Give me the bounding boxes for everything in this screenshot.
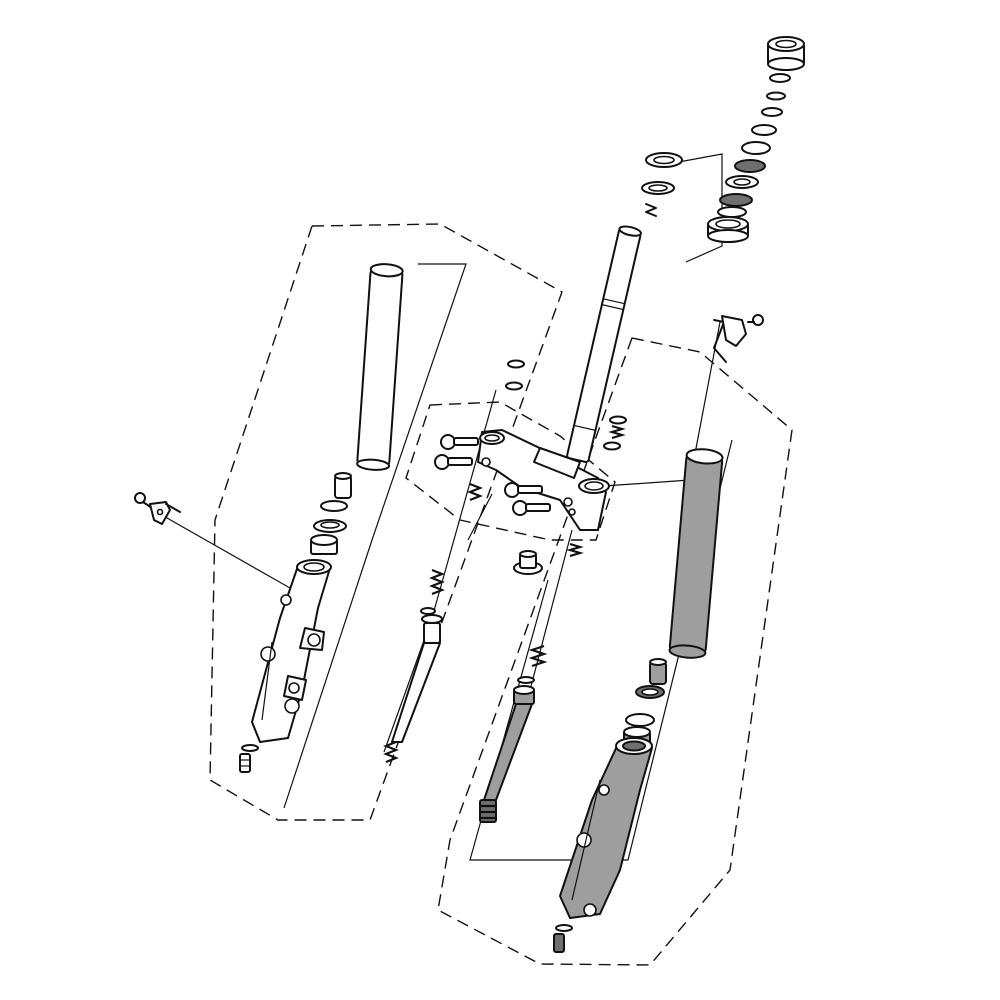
left-fork-group-boundary [209,223,563,821]
right-damper-rod [479,644,548,823]
washer-1 [769,73,791,83]
upper-bearing-inner [733,178,751,186]
lower-bearing-seal [707,216,749,243]
dust-seal [741,141,771,155]
lower-race [719,193,753,207]
triple-clamp-group-boundary [405,401,616,541]
lower-cup [717,206,747,218]
right-fork-group-boundary [437,337,793,966]
left-fork-outer-slider [251,559,332,743]
brake-hose-guide [713,314,764,363]
steering-bearing-stack [641,36,805,243]
right-fork-collar [649,658,667,685]
group-boundaries [209,223,793,966]
upper-race [734,159,766,173]
triple-clamp-pinch-bolts [434,434,551,516]
right-fork-inner-tube [668,448,724,659]
right-fork-outer-slider [559,737,653,919]
stem-bottom-cap [513,550,543,575]
left-fork-inner-tube [356,263,404,471]
washer-2 [766,91,786,101]
left-damper-rod [383,482,483,764]
steering-stem-assembly [434,203,657,575]
clamp-o-rings [505,359,627,558]
right-fork-assembly [479,314,764,953]
left-fork-drain-bolt [239,744,259,773]
left-fork-assembly [134,263,483,773]
left-brake-hose-bracket [134,492,181,525]
lock-washer [761,107,783,117]
right-fork-drain-bolt [553,924,573,953]
adjust-nut [751,124,777,136]
lower-bearing-cage [641,152,683,195]
top-nut [767,36,805,71]
left-fork-collar [334,472,352,499]
stem-clip [645,203,657,217]
left-fork-seal-stack [310,500,348,555]
lower-triple-clamp [477,429,610,531]
